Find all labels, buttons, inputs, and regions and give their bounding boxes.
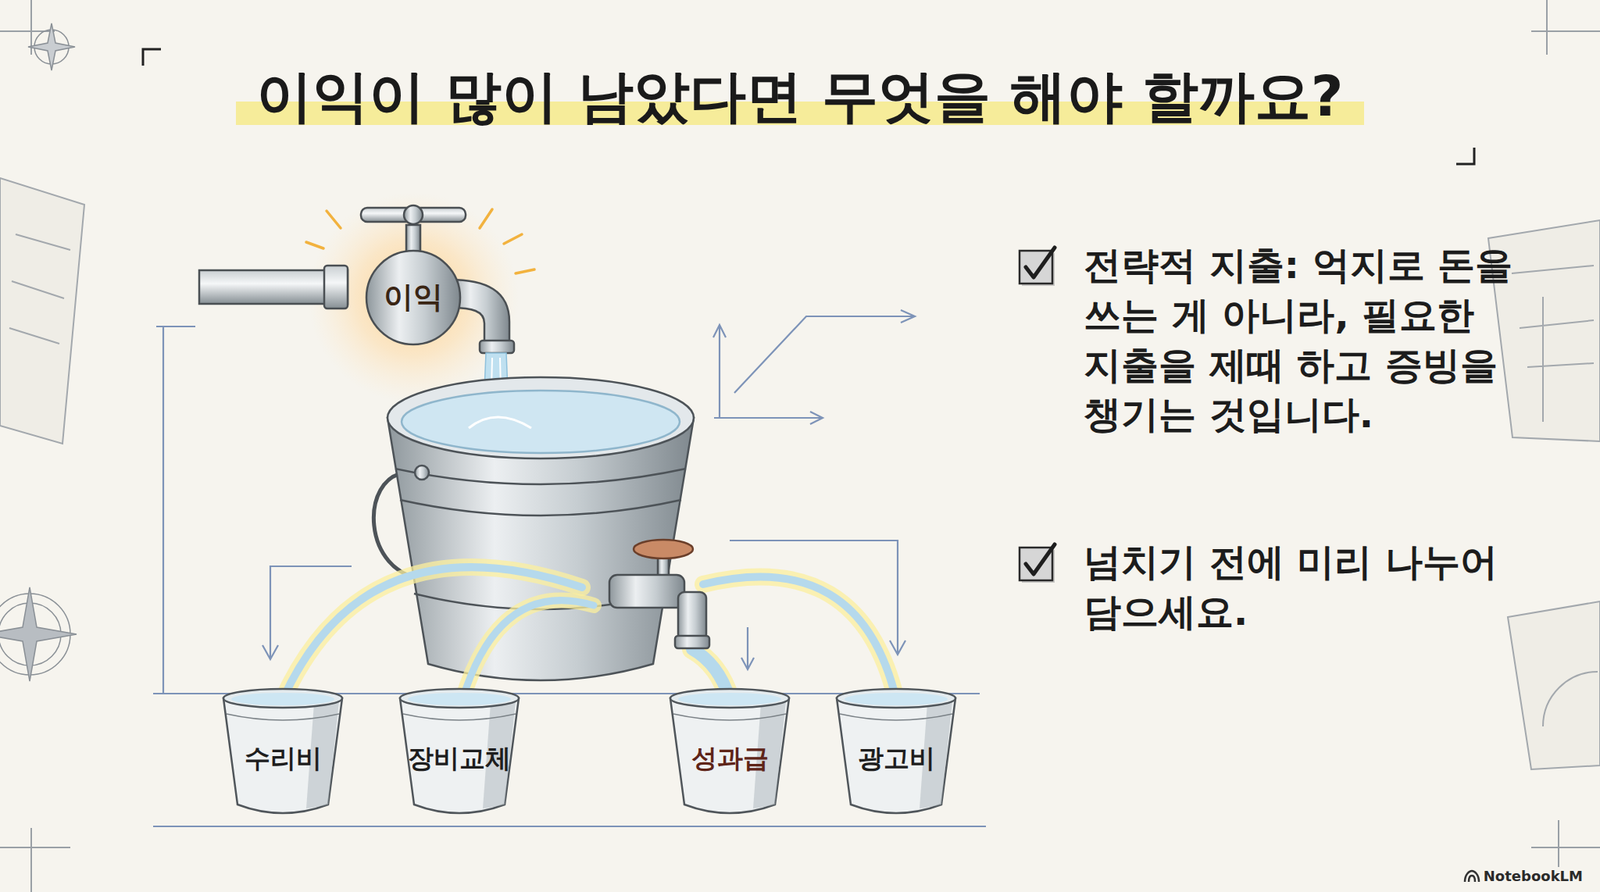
bucket-part	[395, 468, 686, 485]
cup-rim	[836, 689, 956, 708]
title-text: 이익이 많이 남았다면 무엇을 해야 할까요?	[235, 63, 1364, 129]
tap-part	[324, 265, 348, 309]
blueprint-line-part	[713, 325, 726, 338]
cup-body	[223, 698, 343, 814]
bullet-text: 넘치기 전에 미리 나누어 담으세요.	[1083, 537, 1537, 638]
blueprint-line-part	[746, 627, 749, 668]
cup-box: 광고비	[833, 687, 959, 818]
water-stream-part	[282, 567, 583, 700]
spigot-part	[675, 635, 710, 649]
cup-water	[678, 692, 782, 706]
tap-part	[403, 205, 423, 225]
blueprint-line-part	[262, 645, 279, 660]
blueprint-line-part	[162, 326, 165, 694]
cup-band	[226, 714, 340, 721]
sketch-sheet-part	[1511, 265, 1594, 422]
water-stream-part	[462, 600, 594, 700]
check-box	[1017, 540, 1065, 588]
cup-water	[407, 692, 511, 706]
cup-body	[836, 698, 956, 814]
cup-box: 성과급	[667, 687, 793, 818]
blueprint-line-part	[153, 825, 986, 828]
cup-box: 수리비	[220, 687, 346, 818]
bucket-part	[468, 417, 532, 429]
glow-rays-part	[515, 269, 535, 274]
spigot	[609, 539, 710, 649]
cup-label: 수리비	[244, 743, 322, 774]
tap-part	[479, 340, 515, 354]
blueprint-line	[153, 310, 986, 827]
tap-part	[366, 250, 461, 345]
check-box	[1017, 243, 1065, 291]
cup-band	[839, 714, 953, 721]
blueprint-line-part	[714, 417, 822, 419]
bucket	[373, 377, 694, 681]
glow-rays-part	[503, 234, 522, 244]
spigot-part	[633, 539, 693, 559]
bucket-part	[400, 500, 682, 516]
cup-body	[670, 698, 790, 814]
title-bracket-part	[1456, 147, 1475, 165]
cup-band	[673, 714, 786, 721]
spigot-part	[678, 592, 707, 641]
cup-rim	[670, 689, 790, 708]
blueprint-line-part	[741, 657, 754, 670]
watermark: NotebookLM	[1483, 867, 1583, 885]
watermark-logo-part	[1464, 871, 1479, 883]
blueprint-line-part	[900, 310, 915, 323]
sketch-sheet-part	[9, 234, 71, 344]
cup-box: 장비교체	[396, 687, 522, 818]
tap-label-box: 이익	[372, 271, 454, 324]
blueprint-line-part	[734, 316, 914, 393]
blueprint-line-part	[889, 640, 906, 655]
cup-band	[403, 714, 516, 721]
cup-rim	[223, 689, 343, 708]
bucket-part	[401, 390, 680, 454]
crop-marks-part	[0, 828, 71, 892]
cup-water	[231, 692, 335, 706]
water-stream-part	[703, 577, 897, 700]
bucket-part	[387, 377, 694, 459]
blueprint-line-part	[156, 325, 196, 328]
compass-rose-part	[0, 587, 77, 682]
spigot-part	[609, 575, 685, 608]
glow-rays-part	[306, 242, 324, 249]
title-bracket-part	[142, 49, 161, 66]
cup-water	[844, 692, 948, 706]
cup-body	[400, 698, 519, 814]
water-stream-part	[282, 567, 583, 700]
cup-label: 광고비	[857, 743, 936, 774]
sketch-sheet-part	[1507, 601, 1600, 770]
tap-label: 이익	[383, 280, 443, 315]
check-box-part	[1025, 544, 1055, 575]
water-stream	[282, 567, 897, 700]
compass-rose-part	[28, 23, 75, 71]
sketch-sheet-part	[1542, 671, 1598, 727]
water-stream-part	[462, 600, 594, 700]
sketch-sheet	[0, 178, 1600, 770]
bullet-text: 전략적 지출: 억지로 돈을 쓰는 게 아니라, 필요한 지출을 제때 하고 증…	[1083, 240, 1537, 440]
glow-rays-part	[326, 210, 341, 229]
glow-rays-part	[479, 209, 493, 229]
sketch-sheet-part	[0, 178, 85, 444]
crop-marks-part	[1531, 0, 1600, 55]
bucket-part	[414, 465, 429, 480]
crop-marks-part	[1531, 820, 1600, 868]
title-block: 이익이 많이 남았다면 무엇을 해야 할까요?	[0, 60, 1600, 132]
cup-label: 성과급	[691, 743, 769, 774]
watermark-logo	[1463, 869, 1481, 884]
check-box-part	[1025, 247, 1055, 278]
blueprint-line-part	[718, 326, 721, 418]
cup-label: 장비교체	[407, 743, 511, 774]
water-stream-part	[703, 577, 897, 700]
title-bracket	[142, 49, 1475, 165]
blueprint-line-part	[810, 411, 823, 425]
cup-rim	[400, 689, 519, 708]
tap	[199, 205, 515, 354]
